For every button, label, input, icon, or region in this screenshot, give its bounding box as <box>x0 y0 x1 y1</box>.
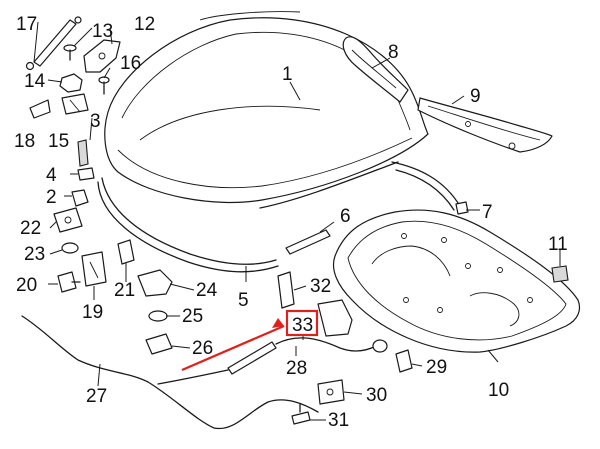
hood-bumper <box>77 139 89 167</box>
hood-panel <box>104 11 429 204</box>
callout-16: 16 <box>120 53 141 74</box>
callout-23: 23 <box>24 244 45 265</box>
nut-23 <box>61 242 79 254</box>
clip-29 <box>395 349 413 373</box>
release-cable-27 <box>21 315 319 430</box>
bolt-20 <box>57 271 81 293</box>
callout-5: 5 <box>238 290 249 311</box>
highlight-arrow <box>181 324 285 372</box>
callout-1: 1 <box>282 64 293 85</box>
highlight-box <box>285 309 319 337</box>
callout-22: 22 <box>20 218 41 239</box>
hood-seal <box>97 161 399 273</box>
highlight-arrowhead <box>272 318 284 328</box>
callout-12: 12 <box>134 14 155 35</box>
callout-6: 6 <box>340 206 351 227</box>
callout-11: 11 <box>548 234 568 255</box>
callout-20: 20 <box>16 275 37 296</box>
callout-labels: 1 2 3 4 5 6 7 8 9 10 11 12 13 14 15 16 1… <box>14 14 568 431</box>
latch-bracket-19 <box>81 251 107 287</box>
callout-25: 25 <box>182 306 203 327</box>
hinge-bolt-16 <box>98 76 110 95</box>
hood-prop-rod <box>285 229 331 255</box>
latch-plate-22 <box>53 207 83 233</box>
cowl-panel-right <box>417 97 553 153</box>
callout-9: 9 <box>470 86 481 107</box>
clip-25 <box>148 310 168 322</box>
callout-21: 21 <box>114 280 135 301</box>
bracket-21 <box>117 239 135 265</box>
callout-7: 7 <box>482 202 493 223</box>
callout-2: 2 <box>46 187 57 208</box>
callout-15: 15 <box>48 131 69 152</box>
callout-33: 33 <box>292 315 313 336</box>
hood-latch <box>137 269 173 297</box>
hinge-bolt-13 <box>63 44 77 61</box>
callout-19: 19 <box>82 302 103 323</box>
hinge-nut-14 <box>59 73 83 93</box>
hood-stopper <box>77 167 95 181</box>
callout-17: 17 <box>16 14 37 35</box>
callout-26: 26 <box>192 338 213 359</box>
callout-14: 14 <box>24 71 46 92</box>
callout-32: 32 <box>310 276 331 297</box>
latch-bracket-33 <box>317 299 353 337</box>
latch-unit-30 <box>317 379 345 405</box>
insulator-clip <box>551 265 569 283</box>
callout-8: 8 <box>388 42 399 63</box>
release-handle <box>145 333 173 355</box>
callout-31: 31 <box>328 410 349 431</box>
callout-4: 4 <box>46 165 57 186</box>
release-cable-28 <box>157 337 377 385</box>
cable-connector <box>372 339 388 353</box>
callout-10: 10 <box>488 380 509 401</box>
hood-hinge <box>83 39 121 73</box>
callout-27: 27 <box>86 386 107 407</box>
gas-strut <box>25 16 82 71</box>
grommet-2 <box>71 189 89 207</box>
callout-24: 24 <box>196 280 218 301</box>
callout-28: 28 <box>286 358 307 379</box>
callout-3: 3 <box>90 111 101 132</box>
hood-insulator <box>332 209 581 353</box>
latch-bolt-32 <box>277 271 295 309</box>
callout-29: 29 <box>426 357 447 378</box>
callout-13: 13 <box>92 21 113 42</box>
callout-18: 18 <box>14 131 35 152</box>
callout-30: 30 <box>366 385 387 406</box>
clip-18 <box>29 99 51 119</box>
leader-lines <box>33 21 561 421</box>
hinge-bracket-15 <box>61 93 89 115</box>
highlight-annotation <box>181 309 319 372</box>
front-seal-strip <box>391 161 469 215</box>
